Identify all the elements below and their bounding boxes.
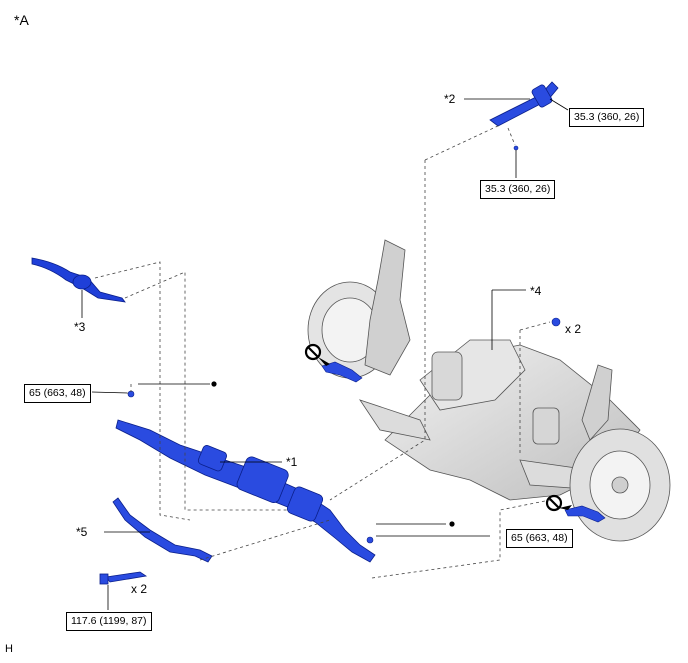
small-blue-fasteners <box>127 145 606 544</box>
reference-dot-lower <box>449 521 455 527</box>
part-label-1: *1 <box>286 455 298 469</box>
part-label-4: *4 <box>530 284 542 298</box>
quantity-label-bolt: x 2 <box>131 582 148 596</box>
tie-rod-end-bolt <box>99 571 148 585</box>
steering-gear-part-1 <box>115 419 376 563</box>
dashed-assembly-lines <box>94 124 551 579</box>
leader-lines <box>81 98 569 610</box>
no-reuse-icon-left <box>304 343 330 366</box>
left-knuckle-and-disc <box>307 239 411 379</box>
torque-spec-left-bolt: 65 (663, 48) <box>24 384 91 403</box>
corner-letter: H <box>5 643 13 655</box>
part-label-3: *3 <box>74 320 86 334</box>
quantity-label-nut: x 2 <box>565 322 582 336</box>
part-label-5: *5 <box>76 525 88 539</box>
part-label-2: *2 <box>444 92 456 106</box>
torque-spec-tie-rod-end: 117.6 (1199, 87) <box>66 612 152 631</box>
stabilizer-bar-part-3 <box>31 257 126 303</box>
torque-spec-right-bolt: 65 (663, 48) <box>506 529 573 548</box>
torque-spec-shaft-upper: 35.3 (360, 26) <box>569 108 645 127</box>
view-label: *A <box>14 12 29 28</box>
intermediate-shaft-part-2 <box>489 81 559 127</box>
stabilizer-link-part-5 <box>112 497 213 563</box>
no-reuse-icon-right <box>545 494 572 512</box>
torque-spec-shaft-lower: 35.3 (360, 26) <box>480 180 556 199</box>
reference-dot-upper <box>211 381 217 387</box>
